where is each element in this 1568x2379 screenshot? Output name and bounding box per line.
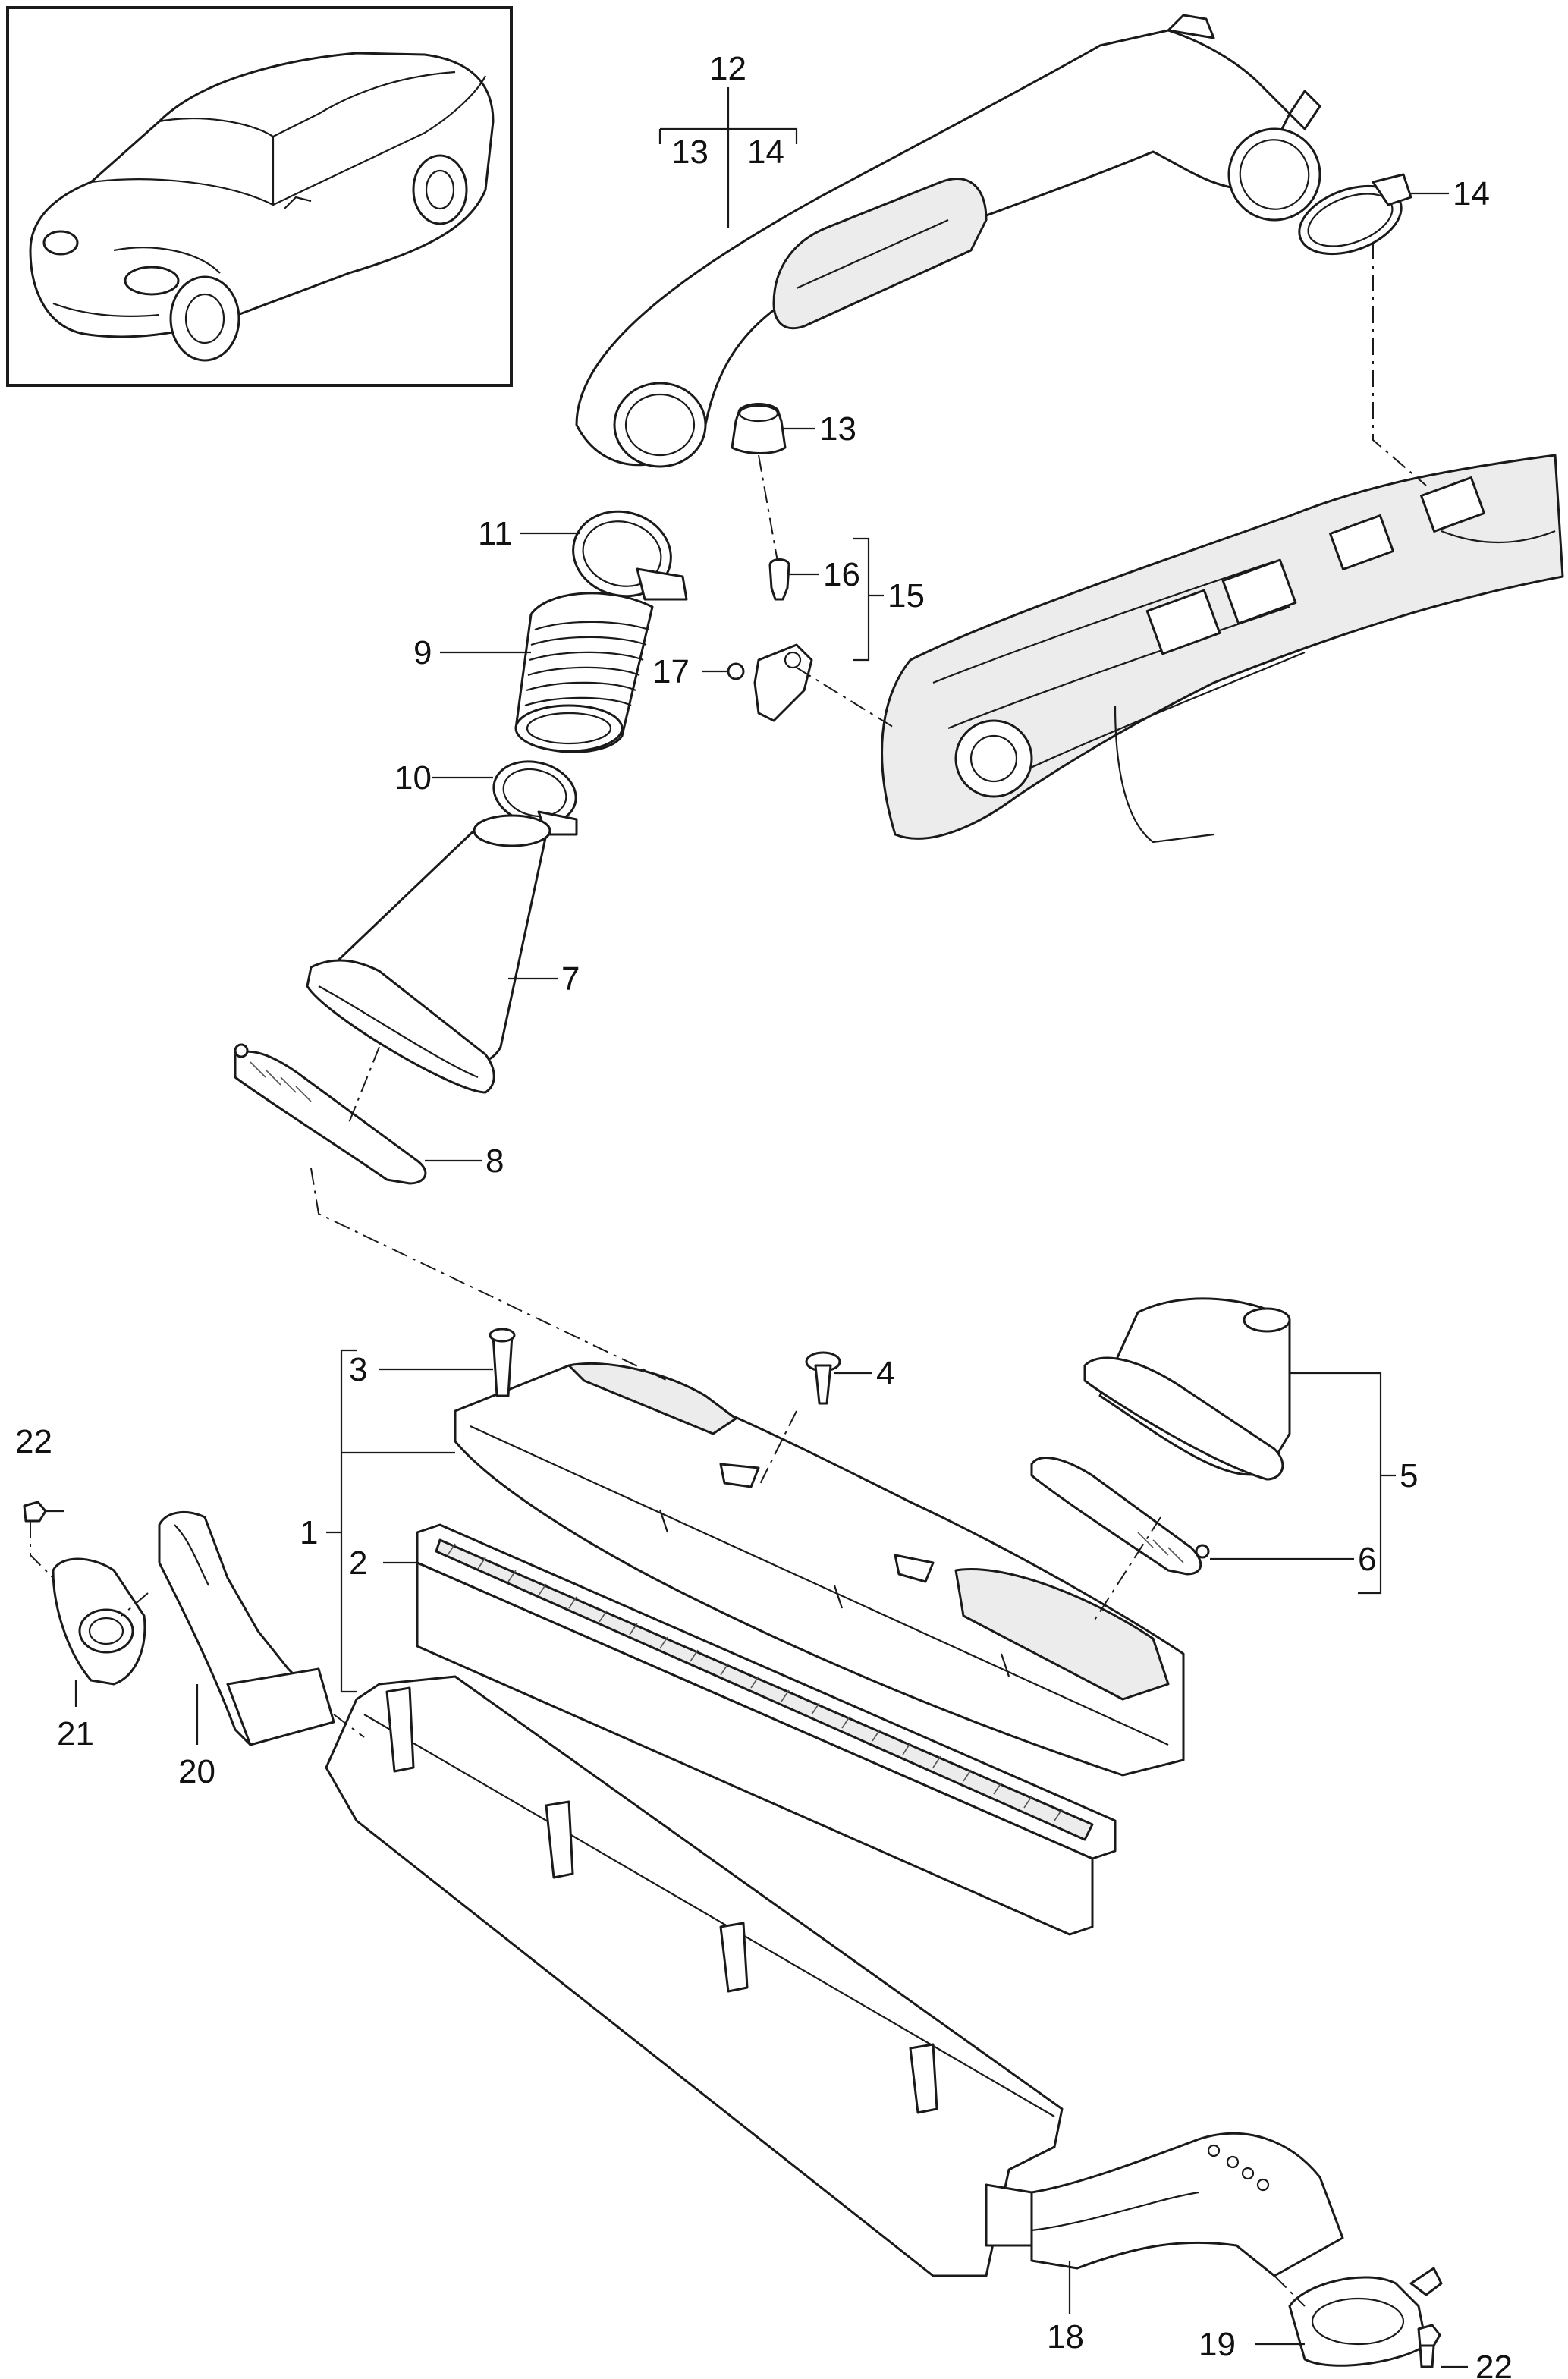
intake-duct [575, 14, 1321, 468]
callout-21: 21 [57, 1715, 94, 1752]
cover-screw [805, 1351, 841, 1405]
nut-22-lower [1417, 2324, 1441, 2368]
callout-3: 3 [349, 1351, 367, 1388]
engine-manifold [881, 454, 1564, 844]
nut-22-upper [23, 1501, 47, 1523]
callout-15: 15 [888, 577, 925, 614]
callout-18: 18 [1047, 2318, 1084, 2355]
callout-20: 20 [178, 1753, 215, 1790]
hose-clamp-10 [492, 760, 578, 836]
filter-housing-cover [454, 1362, 1185, 1777]
mounting-bracket [727, 558, 813, 722]
callout-4: 4 [876, 1355, 894, 1392]
callout-12-sub-14: 14 [747, 134, 784, 171]
callout-22-upper: 22 [15, 1423, 52, 1460]
callout-6: 6 [1358, 1541, 1376, 1578]
housing-screw [489, 1328, 516, 1397]
hose-clamp-top [1298, 173, 1412, 256]
callout-5: 5 [1400, 1457, 1418, 1494]
callout-11: 11 [478, 515, 513, 552]
bellows-hose [514, 592, 654, 753]
callout-8: 8 [485, 1142, 504, 1180]
intake-seal [1030, 1457, 1210, 1576]
callout-17: 17 [652, 653, 690, 690]
callout-9: 9 [413, 634, 432, 671]
callout-1: 1 [300, 1514, 318, 1551]
secondary-intake [1083, 1297, 1291, 1481]
callout-12: 12 [709, 50, 746, 87]
callout-19: 19 [1199, 2326, 1236, 2363]
air-funnel [306, 814, 551, 1094]
filter-housing-lower [325, 1675, 1064, 2277]
vehicle-icon [29, 52, 495, 362]
callout-labels: 12 13 14 13 14 11 16 15 9 17 10 7 8 3 4 … [15, 50, 1513, 2379]
alignment-dash-lines [30, 243, 1427, 2307]
leader-lines [46, 87, 1468, 2368]
hose-clamp-11 [572, 510, 688, 601]
callout-10: 10 [394, 759, 432, 797]
grommet [731, 403, 787, 454]
duct-adapter-19 [1288, 2267, 1443, 2367]
funnel-seal [234, 1043, 427, 1185]
callout-2: 2 [349, 1545, 367, 1582]
connecting-duct-18 [1030, 2132, 1344, 2277]
callout-13: 13 [819, 410, 856, 448]
callout-14: 14 [1453, 175, 1490, 212]
callout-16: 16 [823, 556, 860, 593]
callout-22-lower: 22 [1475, 2349, 1513, 2379]
intake-nozzle-21 [52, 1557, 146, 1686]
connecting-duct-20 [158, 1510, 335, 1746]
callout-12-sub-13: 13 [671, 134, 709, 171]
filter-element [416, 1523, 1117, 1936]
vehicle-thumbnail [6, 6, 513, 387]
callout-7: 7 [561, 960, 580, 998]
